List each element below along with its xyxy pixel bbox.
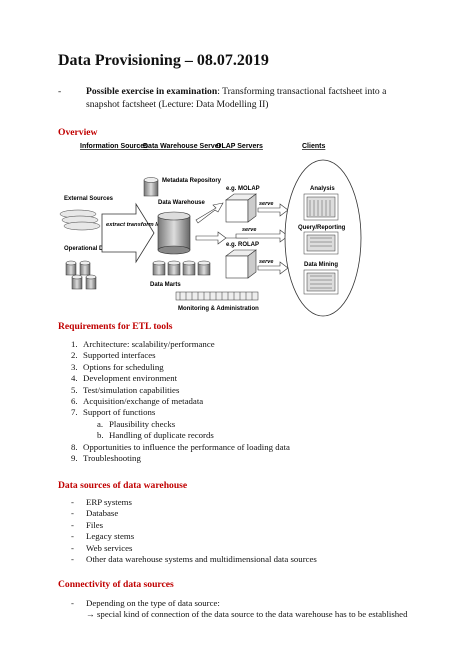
query-reporting-client-icon — [303, 231, 339, 255]
list-item: 4.Development environment — [71, 373, 178, 384]
architecture-diagram: Information Sources Data Warehouse Serve… — [59, 143, 362, 317]
data-mining-label: Data Mining — [304, 262, 338, 268]
sublist-item: b.Handling of duplicate records — [97, 430, 214, 441]
list-item: -ERP systems — [71, 497, 132, 507]
sublist-item: a.Plausibility checks — [97, 418, 176, 429]
serve-label-2: serve — [242, 227, 256, 233]
list-item: 3.Options for scheduling — [71, 361, 164, 372]
list-item: 9.Troubleshooting — [71, 453, 141, 464]
external-sources-icon — [59, 209, 101, 231]
etl-requirements-list: 1.Architecture: scalability/performance … — [58, 339, 418, 464]
etl-arrow-label: extract transform load refresh — [106, 222, 189, 228]
serve-arrows-icon — [235, 203, 289, 275]
list-item: -Depending on the type of data source: →… — [58, 598, 418, 621]
serve-label-3: serve — [259, 259, 273, 265]
metadata-repository-label: Metadata Repository — [162, 178, 222, 184]
data-mining-client-icon — [303, 269, 339, 295]
rolap-cube-icon — [225, 249, 257, 279]
list-item: 1.Architecture: scalability/performance — [71, 339, 215, 349]
data-marts-icon — [152, 260, 211, 276]
col-olap: OLAP Servers — [216, 143, 263, 150]
rolap-label: e.g. ROLAP — [226, 242, 259, 248]
operational-dbs-label: Operational DB's — [64, 246, 113, 252]
monitoring-icon — [175, 291, 259, 301]
intro-bold: Possible exercise in examination — [86, 86, 218, 97]
connectivity-list: -Depending on the type of data source: →… — [58, 598, 418, 621]
functions-sublist: a.Plausibility checks b.Handling of dupl… — [83, 419, 418, 442]
col-dwh-server: Data Warehouse Server — [143, 143, 222, 150]
list-item: 6.Acquisition/exchange of metadata — [71, 396, 204, 407]
intro-bullet: - Possible exercise in examination: Tran… — [58, 85, 418, 111]
list-item: 7.Support of functions a.Plausibility ch… — [58, 407, 418, 441]
overview-heading: Overview — [58, 127, 98, 138]
list-item: -Files — [71, 519, 104, 530]
etl-arrow-icon — [101, 202, 155, 264]
list-item: -Legacy stems — [71, 531, 135, 542]
list-item: 5.Test/simulation capabilities — [71, 384, 180, 395]
bullet-dash: - — [58, 86, 62, 97]
right-arrow-icon: → — [86, 609, 95, 620]
intro-text: Possible exercise in examination: Transf… — [86, 85, 418, 111]
molap-cube-icon — [225, 193, 257, 223]
serve-label-1: serve — [259, 201, 273, 207]
intro-rest: : Transforming transactional factsheet i… — [86, 86, 387, 110]
sources-heading: Data sources of data warehouse — [58, 480, 188, 491]
sources-list: -ERP systems -Database -Files -Legacy st… — [58, 497, 418, 565]
data-warehouse-label: Data Warehouse — [158, 200, 205, 206]
connectivity-heading: Connectivity of data sources — [58, 579, 174, 590]
connectivity-subitem: → special kind of connection of the data… — [86, 609, 408, 620]
monitoring-label: Monitoring & Administration — [178, 306, 259, 312]
analysis-label: Analysis — [310, 186, 335, 192]
col-clients: Clients — [302, 143, 325, 150]
data-marts-label: Data Marts — [150, 282, 181, 288]
molap-label: e.g. MOLAP — [226, 186, 260, 192]
data-warehouse-icon — [157, 211, 191, 255]
external-sources-label: External Sources — [64, 196, 114, 202]
col-information-sources: Information Sources — [80, 143, 148, 150]
page-title: Data Provisioning – 08.07.2019 — [58, 52, 269, 69]
list-item: 8.Opportunities to influence the perform… — [71, 441, 290, 452]
metadata-repository-icon — [143, 177, 159, 197]
operational-dbs-icon — [65, 260, 97, 290]
list-item: -Other data warehouse systems and multid… — [71, 554, 317, 565]
analysis-client-icon — [303, 193, 339, 221]
list-item: 2.Supported interfaces — [71, 350, 156, 361]
list-item: -Web services — [71, 542, 133, 553]
query-reporting-label: Query/Reporting — [298, 225, 346, 231]
list-item: -Database — [71, 508, 119, 519]
etl-heading: Requirements for ETL tools — [58, 321, 173, 332]
